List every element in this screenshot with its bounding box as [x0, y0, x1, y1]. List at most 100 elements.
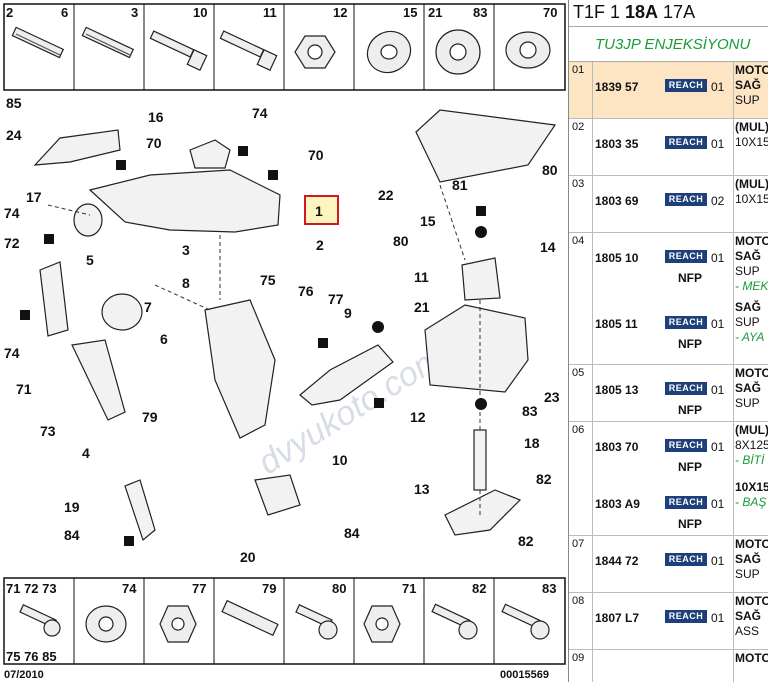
- description-line: SAĞ: [735, 609, 762, 623]
- strip-label: 77: [192, 581, 206, 596]
- rubber-mount-part[interactable]: [189, 139, 231, 169]
- nut-icon: [159, 605, 197, 643]
- callout-label: 23: [544, 389, 560, 405]
- reach-badge: REACH: [665, 382, 707, 395]
- right-support-housing-part[interactable]: [424, 304, 529, 393]
- description-line: SUP: [735, 264, 760, 278]
- diagram-canvas: 2 6 3 10 11 12 15 21 83 70 dvyukoto.com: [3, 3, 566, 681]
- square-marker: [268, 170, 278, 180]
- square-marker: [374, 398, 384, 408]
- callout-label: 21: [414, 299, 430, 315]
- nfp-flag: NFP: [678, 337, 702, 351]
- description-line: SAĞ: [735, 300, 762, 314]
- reach-badge: REACH: [665, 610, 707, 623]
- highlighted-callout-1[interactable]: 1: [304, 195, 339, 225]
- callout-label: 82: [518, 533, 534, 549]
- gearbox-mount-bracket-part[interactable]: [204, 299, 276, 439]
- row-index: 08: [569, 593, 593, 649]
- right-mount-plate-part[interactable]: [415, 109, 557, 183]
- row-index: 01: [569, 62, 593, 118]
- part-reference[interactable]: 1805 10: [595, 251, 639, 265]
- washer-icon: [435, 29, 481, 75]
- flange-nut-icon: [505, 31, 551, 69]
- square-marker: [124, 536, 134, 546]
- washer-icon: [366, 30, 412, 74]
- callout-label: 10: [332, 452, 348, 468]
- screw-washer-icon: [19, 603, 61, 637]
- reach-badge: REACH: [665, 496, 707, 509]
- bracket-20-part[interactable]: [254, 474, 301, 516]
- part-reference[interactable]: 1844 72: [595, 554, 639, 568]
- row-index: 04: [569, 233, 593, 364]
- part-reference[interactable]: 1839 57: [595, 80, 639, 94]
- reach-badge: REACH: [665, 553, 707, 566]
- side-bush-part[interactable]: [73, 203, 103, 237]
- callout-label: 7: [144, 299, 152, 315]
- lower-link-part[interactable]: [39, 261, 69, 337]
- right-hydraulic-mount-part[interactable]: [461, 257, 501, 301]
- description-note: - BAŞ: [735, 495, 767, 509]
- part-reference[interactable]: 1807 L7: [595, 611, 640, 625]
- stud-part[interactable]: [473, 429, 487, 491]
- bolt-icon: [149, 30, 208, 72]
- bolt-icon: [219, 30, 278, 72]
- strip-label: 11: [263, 5, 277, 20]
- callout-label: 73: [40, 423, 56, 439]
- row-index: 09: [569, 650, 593, 682]
- callout-label: 18: [524, 435, 540, 451]
- part-reference[interactable]: 1803 35: [595, 137, 639, 151]
- part-reference[interactable]: 1805 11: [595, 317, 638, 331]
- lower-bracket-part[interactable]: [444, 489, 522, 536]
- reach-badge: REACH: [665, 439, 707, 452]
- upper-heat-shield-part[interactable]: [33, 129, 121, 166]
- callout-label: 12: [410, 409, 426, 425]
- bracket-19-part[interactable]: [124, 479, 156, 542]
- strip-label: 74: [122, 581, 137, 596]
- strip-label: 75 76 85: [6, 649, 57, 664]
- round-marker: [475, 398, 487, 410]
- strip-label: 83: [542, 581, 556, 596]
- callout-label: 75: [260, 272, 276, 288]
- description-line: 8X125: [735, 438, 768, 452]
- callout-label: 13: [414, 481, 430, 497]
- callout-label: 2: [316, 237, 324, 253]
- strip-label: 79: [262, 581, 276, 596]
- quantity: 01: [711, 137, 725, 151]
- highlight-label: 1: [315, 203, 323, 219]
- row-index: 05: [569, 365, 593, 421]
- callout-label: 11: [414, 269, 429, 285]
- description-line: 10X15: [735, 135, 768, 149]
- engine-support-bracket-part[interactable]: [88, 169, 281, 233]
- part-reference[interactable]: 1803 70: [595, 440, 639, 454]
- row-index: 02: [569, 119, 593, 175]
- row-index: 07: [569, 536, 593, 592]
- description-note: - MEK: [735, 279, 768, 293]
- part-description: 10X15- BAŞ: [735, 480, 768, 510]
- callout-label: 76: [298, 283, 314, 299]
- washer-icon: [85, 605, 127, 643]
- callout-label: 82: [536, 471, 552, 487]
- square-marker: [238, 146, 248, 156]
- strip-label: 10: [193, 5, 207, 20]
- hydraulic-mount-part[interactable]: [101, 293, 143, 331]
- description-line: (MUL): [735, 177, 768, 191]
- part-reference[interactable]: 1803 A9: [595, 497, 640, 511]
- nfp-flag: NFP: [678, 271, 702, 285]
- part-reference[interactable]: 1805 13: [595, 383, 639, 397]
- torque-arm-part[interactable]: [71, 339, 126, 421]
- reaction-rod-part[interactable]: [299, 344, 394, 406]
- part-reference[interactable]: 1803 69: [595, 194, 639, 208]
- description-line: SUP: [735, 567, 760, 581]
- strip-label: 71 72 73: [6, 581, 57, 596]
